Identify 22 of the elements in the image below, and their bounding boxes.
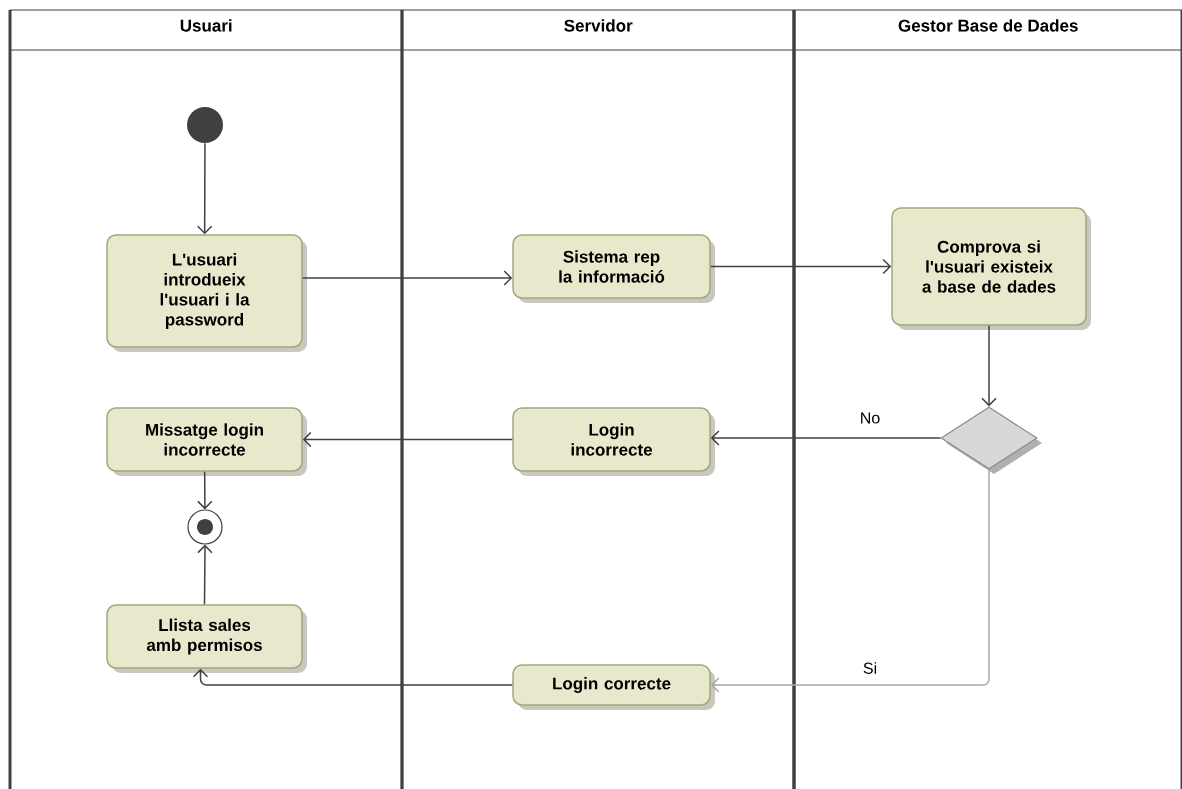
action-box: Sistema rep la informació <box>512 234 715 303</box>
edge-label: Si <box>861 661 879 675</box>
arrow <box>302 431 513 448</box>
action-box: Llista sales amb permisos <box>106 604 307 673</box>
initial-node <box>187 107 223 143</box>
arrow <box>302 270 513 286</box>
arrow <box>981 325 997 407</box>
final-node <box>187 509 223 545</box>
arrow <box>197 544 213 605</box>
arrow <box>196 142 213 235</box>
action-box: Comprova si l'usuari existeix a base de dades <box>891 207 1091 330</box>
action-box: Login incorrecte <box>512 407 715 476</box>
action-box: L'usuari introdueix l'usuari i la password <box>106 234 307 352</box>
arrow <box>197 471 213 510</box>
decision-diamond <box>940 406 1042 474</box>
action-box: Login correcte <box>512 664 715 710</box>
arrow <box>710 468 990 693</box>
arrow <box>192 668 513 686</box>
arrow <box>710 258 892 275</box>
edge-label: No <box>858 411 882 425</box>
arrow <box>710 430 942 446</box>
action-box: Missatge login incorrecte <box>106 407 307 476</box>
